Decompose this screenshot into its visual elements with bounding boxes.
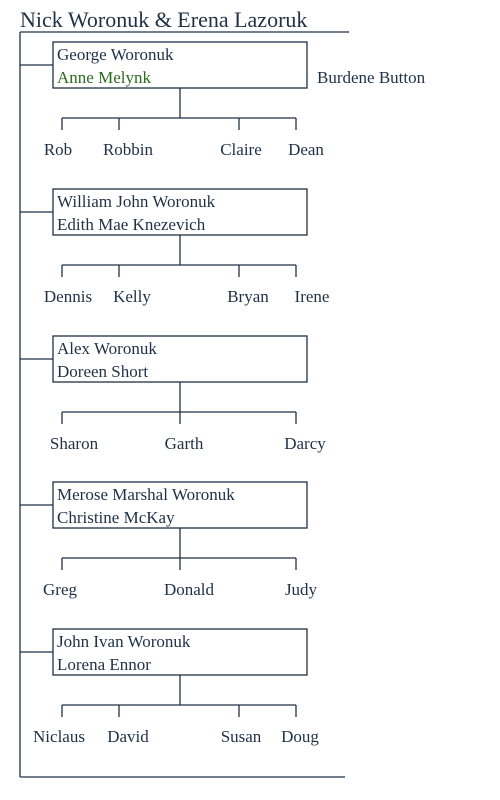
child-name: Dean [288,140,324,159]
child-name: Doug [281,727,319,746]
child-name: Greg [43,580,77,599]
child-name: Sharon [50,434,99,453]
header: Nick Woronuk & Erena Lazoruk [20,7,349,33]
child-name: Judy [285,580,318,599]
child-name: Niclaus [33,727,85,746]
tree-title: Nick Woronuk & Erena Lazoruk [20,7,307,32]
child-name: Kelly [113,287,151,306]
spouse-name: Edith Mae Knezevich [57,215,206,234]
couple-box [52,481,308,529]
parent-name: Alex Woronuk [57,339,157,358]
child-name: Bryan [227,287,269,306]
couple-box [52,41,308,89]
child-name: Dennis [44,287,92,306]
spouse-name: Christine McKay [57,508,175,527]
couple-box [52,335,308,383]
parent-name: Merose Marshal Woronuk [57,485,235,504]
child-name: Susan [221,727,262,746]
child-name: Claire [220,140,262,159]
child-name: Rob [44,140,72,159]
spouse-name: Doreen Short [57,362,148,381]
child-name: Garth [165,434,204,453]
parent-name: John Ivan Woronuk [57,632,191,651]
child-name: Robbin [103,140,154,159]
child-name: Donald [164,580,215,599]
couple-box [52,628,308,676]
child-name: Darcy [284,434,326,453]
couple-box [52,188,308,236]
child-name: Irene [295,287,330,306]
parent-name: George Woronuk [57,45,174,64]
child-name: David [107,727,149,746]
spouse-name: Lorena Ennor [57,655,151,674]
parent-name: William John Woronuk [57,192,216,211]
second-spouse-name: Burdene Button [317,68,426,87]
spouse-name: Anne Melynk [57,68,151,87]
